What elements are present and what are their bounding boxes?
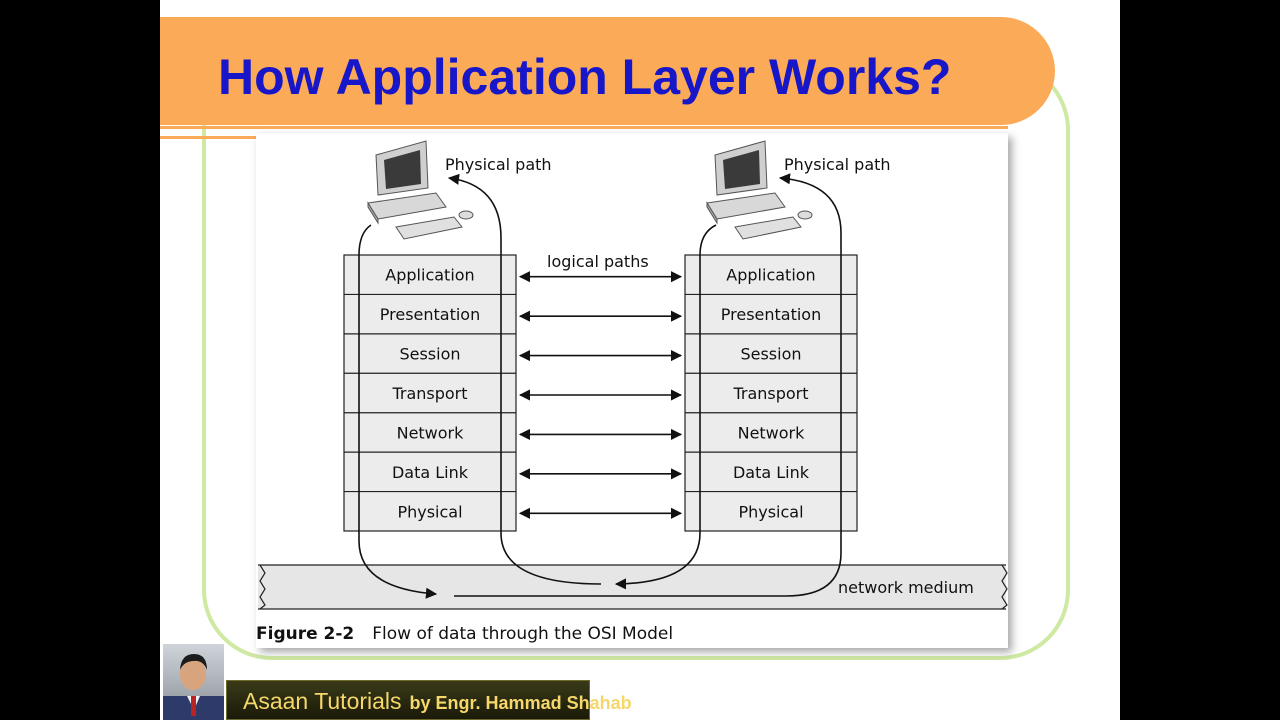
right-layer-presentation: Presentation [721,305,821,324]
right-layer-physical: Physical [738,502,803,521]
figure-caption-text: Flow of data through the OSI Model [372,624,674,644]
figure-caption: Figure 2-2 Flow of data through the OSI M… [256,624,673,644]
left-layer-transport: Transport [391,384,467,403]
right-osi-stack: ApplicationPresentationSessionTransportN… [684,254,858,532]
left-layer-application: Application [385,266,474,285]
channel-banner: Asaan Tutorials by Engr. Hammad Shahab [226,680,632,720]
physical-path-lines [358,173,842,599]
right-computer-icon [706,140,813,240]
left-layer-data-link: Data Link [392,463,469,482]
left-layer-session: Session [399,345,460,364]
channel-byline: by Engr. Hammad Shahab [409,693,632,713]
channel-brand: Asaan Tutorials [243,688,402,714]
osi-figure: network medium Physical path Physica [256,133,1008,648]
title-underline [160,126,1008,129]
right-layer-application: Application [726,266,815,285]
title-underline-accent [160,136,258,139]
osi-diagram: network medium Physical path Physica [258,140,1008,610]
left-layer-network: Network [397,423,465,442]
left-layer-physical: Physical [397,502,462,521]
right-layer-network: Network [738,423,806,442]
presenter-photo [163,644,224,720]
right-physical-path-label: Physical path [784,155,891,174]
left-layer-presentation: Presentation [380,305,480,324]
title-bar [160,17,1055,125]
network-medium-label: network medium [838,578,974,597]
slide-title: How Application Layer Works? [218,49,952,105]
right-layer-transport: Transport [732,384,808,403]
right-layer-data-link: Data Link [733,463,810,482]
left-computer-icon [367,140,474,240]
left-physical-path-label: Physical path [445,155,552,174]
network-medium-band [258,565,1006,609]
logical-path-arrows [518,271,683,519]
left-osi-stack: ApplicationPresentationSessionTransportN… [343,254,517,532]
right-layer-session: Session [740,345,801,364]
figure-caption-label: Figure 2-2 [256,624,355,644]
logical-paths-label: logical paths [547,252,649,271]
slide: How Application Layer Works? network med… [160,0,1120,720]
